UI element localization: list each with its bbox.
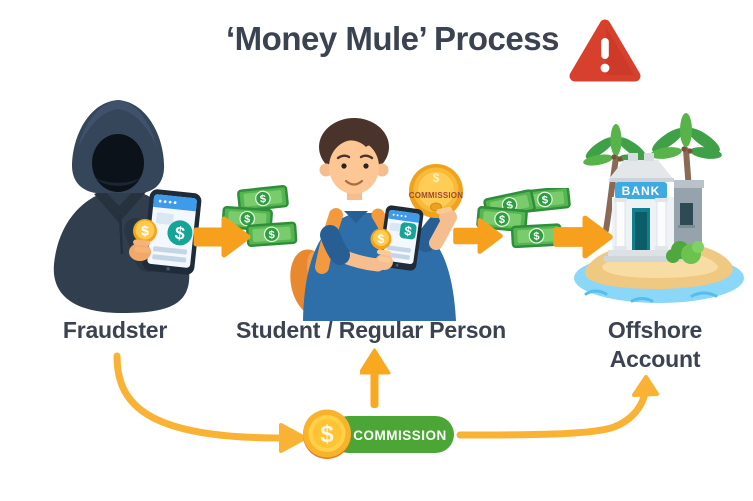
palm-tree-left	[583, 124, 649, 233]
flow-arrow-bills-to-offshore	[552, 213, 614, 261]
hidden-face	[92, 134, 144, 192]
commission-badge-label: COMMISSION	[353, 428, 447, 443]
label-student: Student / Regular Person	[236, 317, 506, 343]
phone-dollar-glyph: $	[174, 223, 186, 244]
phone-dollar-glyph: $	[403, 223, 413, 239]
bank-sign: BANK	[622, 184, 661, 198]
coin-dollar-glyph: $	[378, 232, 385, 246]
fraudster-phone: $	[142, 189, 202, 275]
student-illustration: $ COMMISSION $	[290, 118, 463, 321]
coin-commission-text: COMMISSION	[409, 191, 463, 200]
commission-arrow-badge-to-student	[360, 348, 391, 408]
gold-coin-icon: $	[133, 219, 157, 243]
flow-arrow-student-to-bills	[452, 216, 504, 256]
gold-coin-icon: $	[370, 228, 392, 250]
label-fraudster: Fraudster	[62, 317, 168, 343]
flow-arrow-fraudster-to-student	[193, 214, 251, 260]
offshore-bank-illustration: BANK	[574, 113, 744, 303]
bank-building: BANK	[604, 153, 704, 262]
commission-coin-held: $ COMMISSION	[409, 164, 463, 218]
coin-dollar-glyph: $	[433, 171, 440, 185]
bank-sign-banner	[615, 182, 667, 199]
banking-app-dollar-icon	[399, 222, 417, 240]
page-title: ‘Money Mule’ Process	[226, 20, 559, 57]
commission-coin-icon: $	[303, 409, 351, 459]
fraudster-illustration: $ $	[53, 100, 202, 313]
commission-arrow-fraudster-to-badge	[113, 352, 307, 453]
bush	[666, 241, 704, 264]
warning-triangle-icon	[569, 19, 641, 82]
badge-coin-dollar-glyph: $	[320, 421, 334, 448]
banking-app-dollar-icon	[167, 220, 193, 246]
commission-badge: COMMISSION $	[303, 409, 454, 459]
commission-arrow-badge-to-offshore	[456, 375, 659, 439]
face	[329, 140, 379, 194]
label-offshore: Offshore Account	[607, 317, 703, 373]
coin-dollar-glyph: $	[141, 223, 149, 239]
